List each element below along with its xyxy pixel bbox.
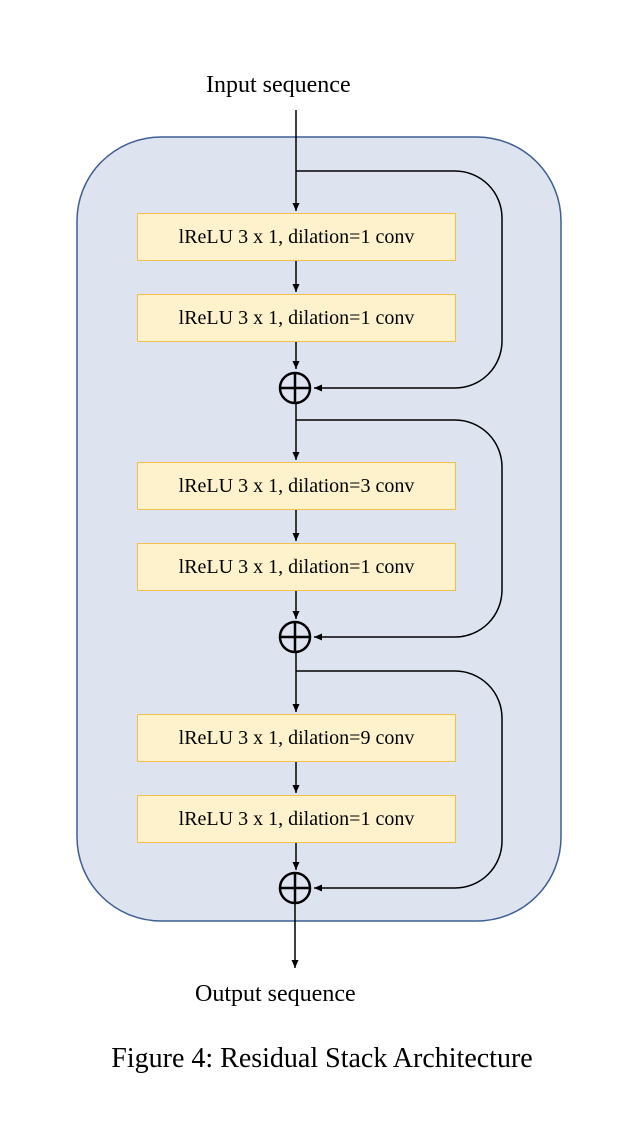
block3-skip-connection	[296, 670, 503, 892]
block2-layer1-box: lReLU 3 x 1, dilation=3 conv	[137, 462, 456, 510]
block1-skip-connection	[296, 170, 503, 392]
output-sequence-label: Output sequence	[195, 981, 356, 1007]
input-sequence-label: Input sequence	[206, 72, 351, 98]
block3-layer2-box: lReLU 3 x 1, dilation=1 conv	[137, 795, 456, 843]
block1-sum-icon	[278, 371, 312, 405]
block2-layer2-box: lReLU 3 x 1, dilation=1 conv	[137, 543, 456, 591]
block1-layer1-box: lReLU 3 x 1, dilation=1 conv	[137, 213, 456, 261]
block2-sum-icon	[278, 620, 312, 654]
block3-sum-icon	[278, 871, 312, 905]
block1-layer2-box: lReLU 3 x 1, dilation=1 conv	[137, 294, 456, 342]
block2-skip-connection	[296, 419, 503, 641]
figure-caption: Figure 4: Residual Stack Architecture	[111, 1043, 533, 1074]
block3-layer1-box: lReLU 3 x 1, dilation=9 conv	[137, 714, 456, 762]
